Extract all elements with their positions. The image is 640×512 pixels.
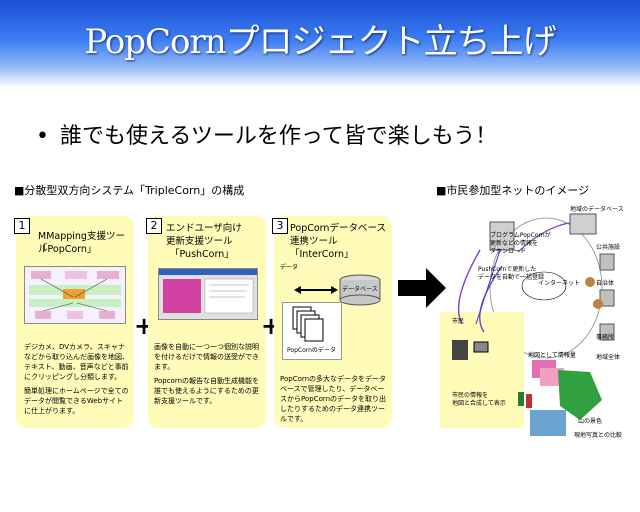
panel-intercorn: 3 PopCornデータベース 連携ツール 「InterCorn」 データ デー… bbox=[272, 216, 392, 428]
panel-pushcorn: 2 エンドユーザ向け 更新支援ツール 「PushCorn」 画像を自動に一つ一つ… bbox=[146, 216, 266, 428]
popcorn-screenshot bbox=[24, 266, 126, 324]
net-label-region: 地域全体 bbox=[596, 354, 621, 361]
panel-number: 3 bbox=[272, 218, 288, 234]
panel-number: 2 bbox=[146, 218, 162, 234]
net-label-display: 市民の情報を 地図と合成して表示 bbox=[452, 392, 506, 407]
panel-subtitle: 「PopCorn」 bbox=[38, 244, 97, 255]
panel-description: PopCornの多大なデータをデータベースで管理したり、データベースからPopC… bbox=[280, 375, 387, 423]
left-section-heading: ■分散型双方向システム「TripleCorn」の構成 bbox=[14, 184, 245, 197]
big-right-arrow bbox=[398, 268, 446, 308]
panel-title: MMapping支援ツール bbox=[38, 231, 125, 255]
panel-description-2: 簡単処理にホームページで全てのデータが閲覧できるWebサイトに仕上がります。 bbox=[24, 387, 129, 415]
database-link-graphic bbox=[294, 274, 381, 306]
bullet-mark: • bbox=[36, 124, 49, 149]
net-label-office: 事務所 bbox=[596, 334, 615, 341]
window-image bbox=[159, 269, 257, 314]
panel-subtitle: 更新支援ツール bbox=[166, 236, 233, 247]
net-internet: インターネット bbox=[538, 280, 581, 287]
data-label: データ bbox=[280, 264, 299, 271]
panel-popcorn: 1 MMapping支援ツール 「PopCorn」 デジカメ、DVカメラ、スキャ… bbox=[14, 216, 134, 428]
panel-description: 画像を自動に一つ一つ個別な説明を付けるだけで情報の送受ができます。 bbox=[154, 343, 259, 371]
main-bullet: • 誰でも使えるツールを作って皆で楽しもう！ bbox=[36, 118, 497, 150]
bullet-text: 誰でも使えるツールを作って皆で楽しもう！ bbox=[60, 124, 498, 149]
pushcorn-screenshot bbox=[158, 268, 258, 320]
net-label-government: 自治体 bbox=[596, 280, 615, 287]
net-label-compare: 現地写真との比較 bbox=[574, 432, 622, 439]
net-label-upload: PushCornで更新した データを自動で一括登録 bbox=[478, 266, 545, 281]
panel-subtitle: 連携ツール bbox=[290, 236, 338, 247]
panel-description: デジカメ、DVカメラ、スキャナなどから取り込んだ画像を地図、テキスト、動画、音声… bbox=[24, 343, 129, 381]
right-section-heading: ■市民参加型ネットのイメージ bbox=[436, 184, 590, 197]
net-label-public: 公共施設 bbox=[596, 244, 621, 251]
database-label: データベース bbox=[342, 286, 378, 293]
panel-title: エンドユーザ向け bbox=[166, 223, 242, 234]
panel-description-2: Popcornの報告な自動生成機能を誰でも使えるようにするための更新支援ツールで… bbox=[154, 377, 260, 405]
net-label-citizen: 市民 bbox=[452, 318, 465, 325]
network-diagram bbox=[440, 213, 615, 436]
panel-number: 1 bbox=[14, 218, 30, 234]
data-stack-label: PopCornのデータ bbox=[287, 347, 336, 354]
panel-tool-name: 「PushCorn」 bbox=[170, 249, 234, 260]
slide-title: PopCornプロジェクト立ち上げ bbox=[84, 22, 556, 62]
net-label-db: 地域のデータベース bbox=[570, 206, 624, 213]
data-stack-box: PopCornのデータ bbox=[282, 302, 342, 360]
net-label-map: 地図として情報量 bbox=[528, 352, 576, 359]
panel-tool-name: 「InterCorn」 bbox=[290, 249, 354, 260]
mindmap-image bbox=[29, 271, 121, 319]
title-banner bbox=[0, 0, 640, 88]
panel-title: PopCornデータベース bbox=[290, 223, 386, 234]
document-stack-icon bbox=[292, 306, 324, 342]
net-label-download: プログラムPopCornが 更新などの情報を ダウンロード bbox=[490, 232, 551, 255]
net-label-mountain: 山の景色 bbox=[578, 418, 603, 425]
